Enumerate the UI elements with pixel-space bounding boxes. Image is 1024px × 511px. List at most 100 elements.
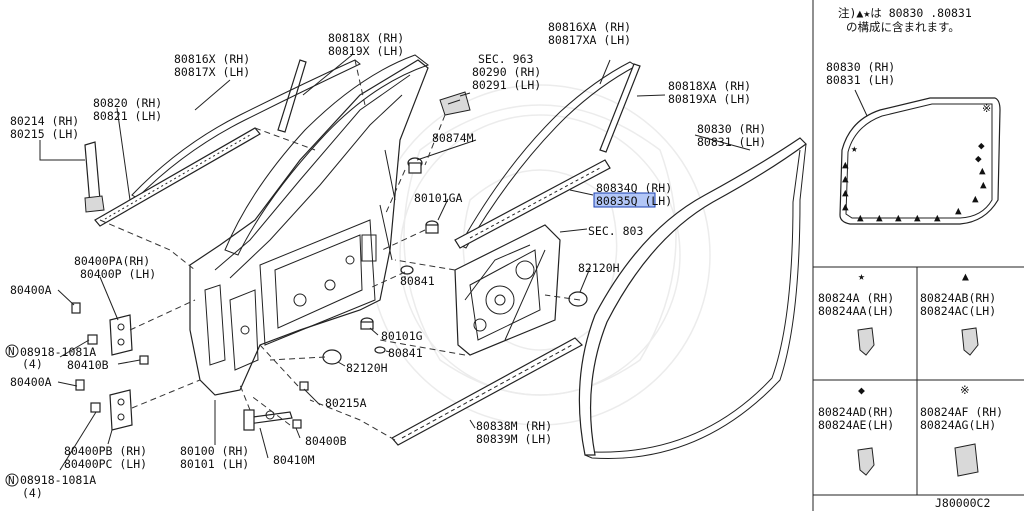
- part-sec963-bracket: [439, 91, 471, 116]
- inset-panel: 注)▲★は 80830 .80831 の構成に含まれます。 80830 (RH)…: [812, 0, 1024, 511]
- svg-text:80838M (RH): 80838M (RH): [476, 419, 552, 433]
- svg-text:80816XA (RH): 80816XA (RH): [548, 20, 631, 34]
- callout-80841-upper: 80841: [400, 274, 435, 288]
- svg-text:80824AG(LH): 80824AG(LH): [920, 418, 996, 432]
- svg-text:(4): (4): [22, 357, 43, 371]
- svg-text:80214 (RH): 80214 (RH): [10, 114, 79, 128]
- callout-80838m: 80838M (RH) 80839M (LH): [476, 419, 552, 446]
- svg-text:80820 (RH): 80820 (RH): [93, 96, 162, 110]
- callout-80400pa: 80400PA(RH) 80400P (LH): [74, 254, 156, 281]
- svg-text:80819XA (LH): 80819XA (LH): [668, 92, 751, 106]
- callout-80400b: 80400B: [305, 434, 347, 448]
- seal-marker-tri-1: ▲: [842, 158, 849, 171]
- svg-text:80830 (RH): 80830 (RH): [697, 122, 766, 136]
- seal-marker-tri-2: ▲: [842, 172, 849, 185]
- seal-marker-kome: ※: [982, 102, 991, 115]
- callout-80818xa: 80818XA (RH) 80819XA (LH): [668, 79, 751, 106]
- leader-lines: [39, 54, 751, 471]
- callout-80101g: 80101G: [381, 329, 423, 343]
- part-80818x: [277, 59, 307, 133]
- part-80838m: [391, 337, 583, 446]
- window-sash: [224, 54, 430, 256]
- seal-marker-tri-9: ▲: [934, 211, 941, 224]
- part-82120h-right: [568, 291, 588, 307]
- callout-80101ga: 80101GA: [414, 191, 463, 205]
- svg-text:80834Q (RH): 80834Q (RH): [596, 181, 672, 195]
- svg-text:80839M (LH): 80839M (LH): [476, 432, 552, 446]
- callout-80410m: 80410M: [273, 453, 315, 467]
- svg-text:80824AC(LH): 80824AC(LH): [920, 304, 996, 318]
- bolts: [71, 302, 309, 429]
- svg-text:80816X (RH): 80816X (RH): [174, 52, 250, 66]
- svg-text:80818X (RH): 80818X (RH): [328, 31, 404, 45]
- clip-star-icon: [857, 327, 875, 356]
- part-80820: [94, 127, 261, 227]
- inset-cell-kome: ※ 80824AF (RH) 80824AG(LH): [920, 383, 1003, 477]
- door-inner-panel: [189, 59, 429, 396]
- seal-marker-tri-6: ▲: [876, 211, 883, 224]
- seal-marker-tri-11: ▲: [972, 192, 979, 205]
- svg-text:80824AB(RH): 80824AB(RH): [920, 291, 996, 305]
- svg-text:80100 (RH): 80100 (RH): [180, 444, 249, 458]
- inset-note-line2: の構成に含まれます。: [846, 20, 960, 34]
- part-80818xa: [599, 63, 641, 153]
- svg-text:80824A (RH): 80824A (RH): [818, 291, 894, 305]
- callout-80841-lower: 80841: [388, 346, 423, 360]
- highlight-80835q: [593, 192, 656, 208]
- svg-text:★: ★: [858, 269, 865, 283]
- inset-top-label-lh: 80831 (LH): [826, 73, 895, 87]
- hinge-lower: [109, 389, 133, 431]
- svg-text:N: N: [8, 474, 15, 487]
- seal-marker-diamond-1: ◆: [978, 139, 985, 152]
- part-80841-lower: [374, 346, 386, 354]
- clip-triangle-icon: [961, 327, 979, 356]
- svg-text:80290 (RH): 80290 (RH): [472, 65, 541, 79]
- svg-text:80831 (LH): 80831 (LH): [697, 135, 766, 149]
- svg-text:80291 (LH): 80291 (LH): [472, 78, 541, 92]
- callout-80818x: 80818X (RH) 80819X (LH): [328, 31, 404, 58]
- svg-text:80400PB (RH): 80400PB (RH): [64, 444, 147, 458]
- seal-marker-diamond-2: ◆: [975, 152, 982, 165]
- callout-sec963: SEC. 963 80290 (RH) 80291 (LH): [472, 52, 541, 92]
- part-sec803-regulator: [454, 224, 561, 356]
- part-80830: [578, 137, 807, 456]
- clip-diamond-icon: [857, 447, 875, 476]
- part-80874m: [407, 157, 423, 174]
- part-80101g: [360, 317, 374, 330]
- svg-text:80400PA(RH): 80400PA(RH): [74, 254, 150, 268]
- callout-80830: 80830 (RH) 80831 (LH): [697, 122, 766, 149]
- part-80834q: [454, 159, 611, 249]
- part-80816x: [131, 59, 361, 199]
- callout-80400a-lower: 80400A: [10, 375, 52, 389]
- svg-text:80821 (LH): 80821 (LH): [93, 109, 162, 123]
- inset-cell-triangle: ▲ 80824AB(RH) 80824AC(LH): [920, 269, 996, 356]
- svg-text:80824AD(RH): 80824AD(RH): [818, 405, 894, 419]
- callout-sec803: SEC. 803: [588, 224, 643, 238]
- seal-marker-tri-12: ▲: [980, 178, 987, 191]
- clip-kome-icon: [954, 443, 979, 477]
- seal-marker-tri-4: ▲: [842, 200, 849, 213]
- part-80410m: [243, 409, 293, 431]
- svg-text:SEC. 963: SEC. 963: [478, 52, 533, 66]
- svg-text:80824AA(LH): 80824AA(LH): [818, 304, 894, 318]
- svg-text:80400P (LH): 80400P (LH): [80, 267, 156, 281]
- callout-80400pb: 80400PB (RH) 80400PC (LH): [64, 444, 147, 471]
- seal-marker-tri-10: ▲: [955, 204, 962, 217]
- part-80101ga: [425, 220, 439, 234]
- seal-marker-tri-5: ▲: [857, 211, 864, 224]
- svg-text:N: N: [8, 345, 15, 358]
- svg-text:80819X (LH): 80819X (LH): [328, 44, 404, 58]
- svg-text:80818XA (RH): 80818XA (RH): [668, 79, 751, 93]
- callout-80834q: 80834Q (RH) 80835Q (LH): [593, 181, 672, 208]
- seal-marker-tri-8: ▲: [914, 211, 921, 224]
- callout-82120h-right: 82120H: [578, 261, 620, 275]
- callout-80214: 80214 (RH) 80215 (LH): [10, 114, 79, 141]
- callout-08918-upper: N 08918-1081A (4): [5, 344, 96, 371]
- callout-80400a-upper: 80400A: [10, 283, 52, 297]
- part-80214: [84, 141, 105, 213]
- svg-text:80400PC (LH): 80400PC (LH): [64, 457, 147, 471]
- callout-80215a: 80215A: [325, 396, 367, 410]
- callout-08918-lower: N 08918-1081A (4): [5, 473, 96, 500]
- svg-text:※: ※: [960, 383, 970, 397]
